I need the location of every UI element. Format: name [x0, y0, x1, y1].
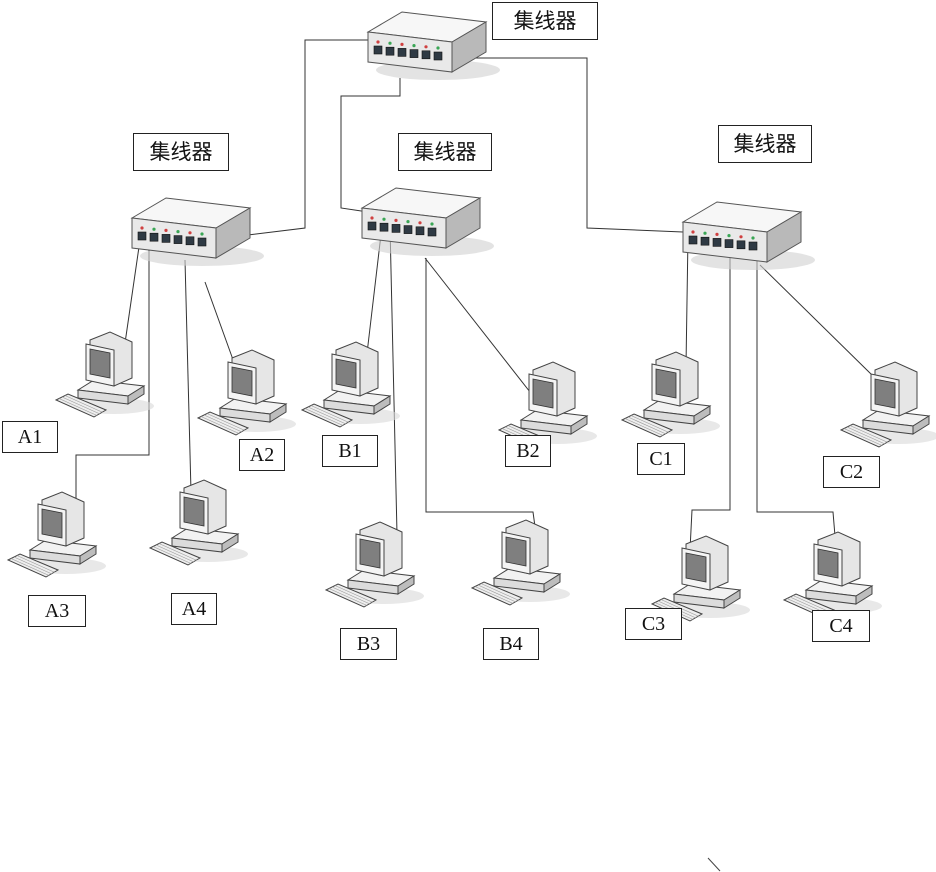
- computer-label-b4: B4: [483, 628, 539, 660]
- cable-hub-a-to-a4: [184, 259, 192, 493]
- computer-a1-icon: [54, 331, 154, 418]
- cable-hub-top-to-hub-c: [468, 57, 684, 233]
- cable-layer: [75, 39, 873, 551]
- hub-b-label: 集线器: [398, 133, 492, 171]
- computer-b3-icon: [324, 521, 424, 608]
- hub-a-icon: [130, 197, 264, 266]
- cable-hub-c-to-c3: [689, 258, 731, 551]
- computer-a4-icon: [148, 479, 248, 566]
- computer-label-c4: C4: [812, 610, 870, 642]
- cable-hub-b-to-b4: [425, 258, 537, 535]
- computer-b2-icon: [497, 361, 597, 448]
- computer-label-b2: B2: [505, 435, 551, 467]
- computer-label-a4: A4: [171, 593, 217, 625]
- hub-c-label: 集线器: [718, 125, 812, 163]
- computer-label-b1: B1: [322, 435, 378, 467]
- cable-hub-b-to-b3: [389, 225, 398, 535]
- hub-a-label: 集线器: [133, 133, 229, 171]
- cable-hub-top-to-hub-a: [247, 39, 368, 236]
- hub-c-icon: [681, 201, 815, 270]
- computer-label-a2: A2: [239, 439, 285, 471]
- cable-hub-c-to-c1: [685, 235, 689, 367]
- computer-a2-icon: [196, 349, 296, 436]
- hub-top-label: 集线器: [492, 2, 598, 40]
- cable-hub-top-to-hub-b: [340, 78, 401, 213]
- computer-a3-icon: [6, 491, 106, 578]
- cable-hub-a-to-a2: [204, 281, 237, 369]
- device-layer: [6, 11, 936, 622]
- cable-hub-c-to-c2: [759, 264, 873, 376]
- cable-hub-b-to-b2: [424, 257, 531, 393]
- stray-mark: [707, 857, 721, 872]
- computer-label-c1: C1: [637, 443, 685, 475]
- hub-top-icon: [366, 11, 500, 80]
- computer-label-a1: A1: [2, 421, 58, 453]
- computer-label-b3: B3: [340, 628, 397, 660]
- computer-c1-icon: [620, 351, 720, 438]
- cable-hub-a-to-a1: [123, 239, 141, 351]
- computer-label-a3: A3: [28, 595, 86, 627]
- hub-b-icon: [360, 187, 494, 256]
- computer-b4-icon: [470, 519, 570, 606]
- computer-c2-icon: [839, 361, 936, 448]
- computer-c4-icon: [782, 531, 882, 618]
- cable-hub-c-to-c4: [756, 258, 837, 549]
- computer-label-c2: C2: [823, 456, 880, 488]
- computer-b1-icon: [300, 341, 400, 428]
- cable-hub-a-to-a3: [75, 250, 150, 505]
- computer-label-c3: C3: [625, 608, 682, 640]
